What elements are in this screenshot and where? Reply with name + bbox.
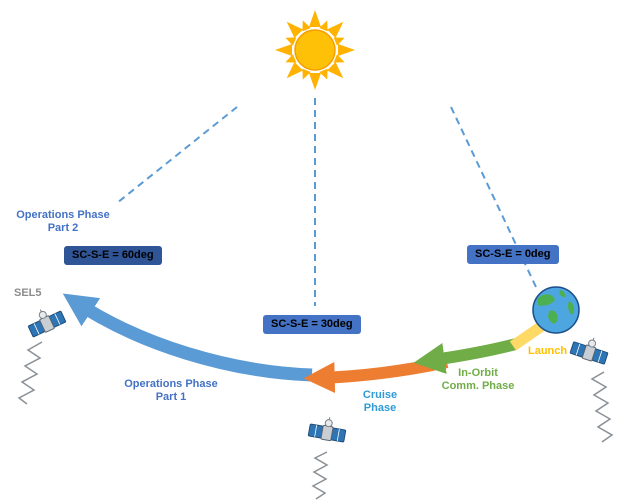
sun-icon bbox=[275, 10, 355, 90]
sun-body bbox=[294, 29, 336, 71]
angle-label-60deg: SC-S-E = 60deg bbox=[64, 246, 162, 265]
sel5-label: SEL5 bbox=[14, 287, 42, 299]
operations-phase-part2-label: Operations Phase Part 2 bbox=[4, 209, 122, 235]
zigzag-signal-icon-right bbox=[590, 371, 614, 443]
earth-land-north bbox=[537, 294, 555, 306]
commissioning-phase-line1: In-Orbit bbox=[458, 367, 498, 379]
commissioning-phase-arrow bbox=[413, 338, 518, 374]
operations-phase-part1-line2: Part 1 bbox=[155, 391, 187, 403]
satellite-icon-sel5 bbox=[23, 301, 67, 339]
cruise-phase-line1: Cruise bbox=[362, 389, 398, 401]
earth-land-south bbox=[548, 310, 558, 324]
zigzag-signal-icon-center bbox=[311, 451, 329, 500]
earth-land-east bbox=[568, 301, 575, 315]
operations-phase-part1-label: Operations Phase Part 1 bbox=[112, 378, 230, 404]
satellite-icon-midpoint bbox=[307, 413, 349, 444]
earth-globe-icon bbox=[532, 286, 580, 334]
cruise-phase-label: Cruise Phase bbox=[348, 389, 412, 415]
angle-label-30deg: SC-S-E = 30deg bbox=[263, 315, 361, 334]
operations-phase-part1-line1: Operations Phase bbox=[124, 378, 218, 390]
earth-land-top bbox=[559, 290, 566, 297]
satellite-icon-earth bbox=[569, 331, 612, 366]
sun-line-to-earth bbox=[450, 106, 537, 288]
operations-phase-part2-line1: Operations Phase bbox=[16, 209, 110, 221]
commissioning-phase-label: In-Orbit Comm. Phase bbox=[428, 367, 528, 393]
launch-label: Launch bbox=[528, 345, 568, 357]
sun-line-to-sel5 bbox=[116, 106, 238, 204]
operations-phase-part2-line2: Part 2 bbox=[47, 222, 79, 234]
cruise-phase-line2: Phase bbox=[363, 402, 397, 414]
zigzag-signal-icon-left bbox=[17, 341, 43, 405]
angle-label-0deg: SC-S-E = 0deg bbox=[467, 245, 559, 264]
operations-phase-arrow bbox=[62, 293, 313, 382]
commissioning-phase-line2: Comm. Phase bbox=[441, 380, 515, 392]
